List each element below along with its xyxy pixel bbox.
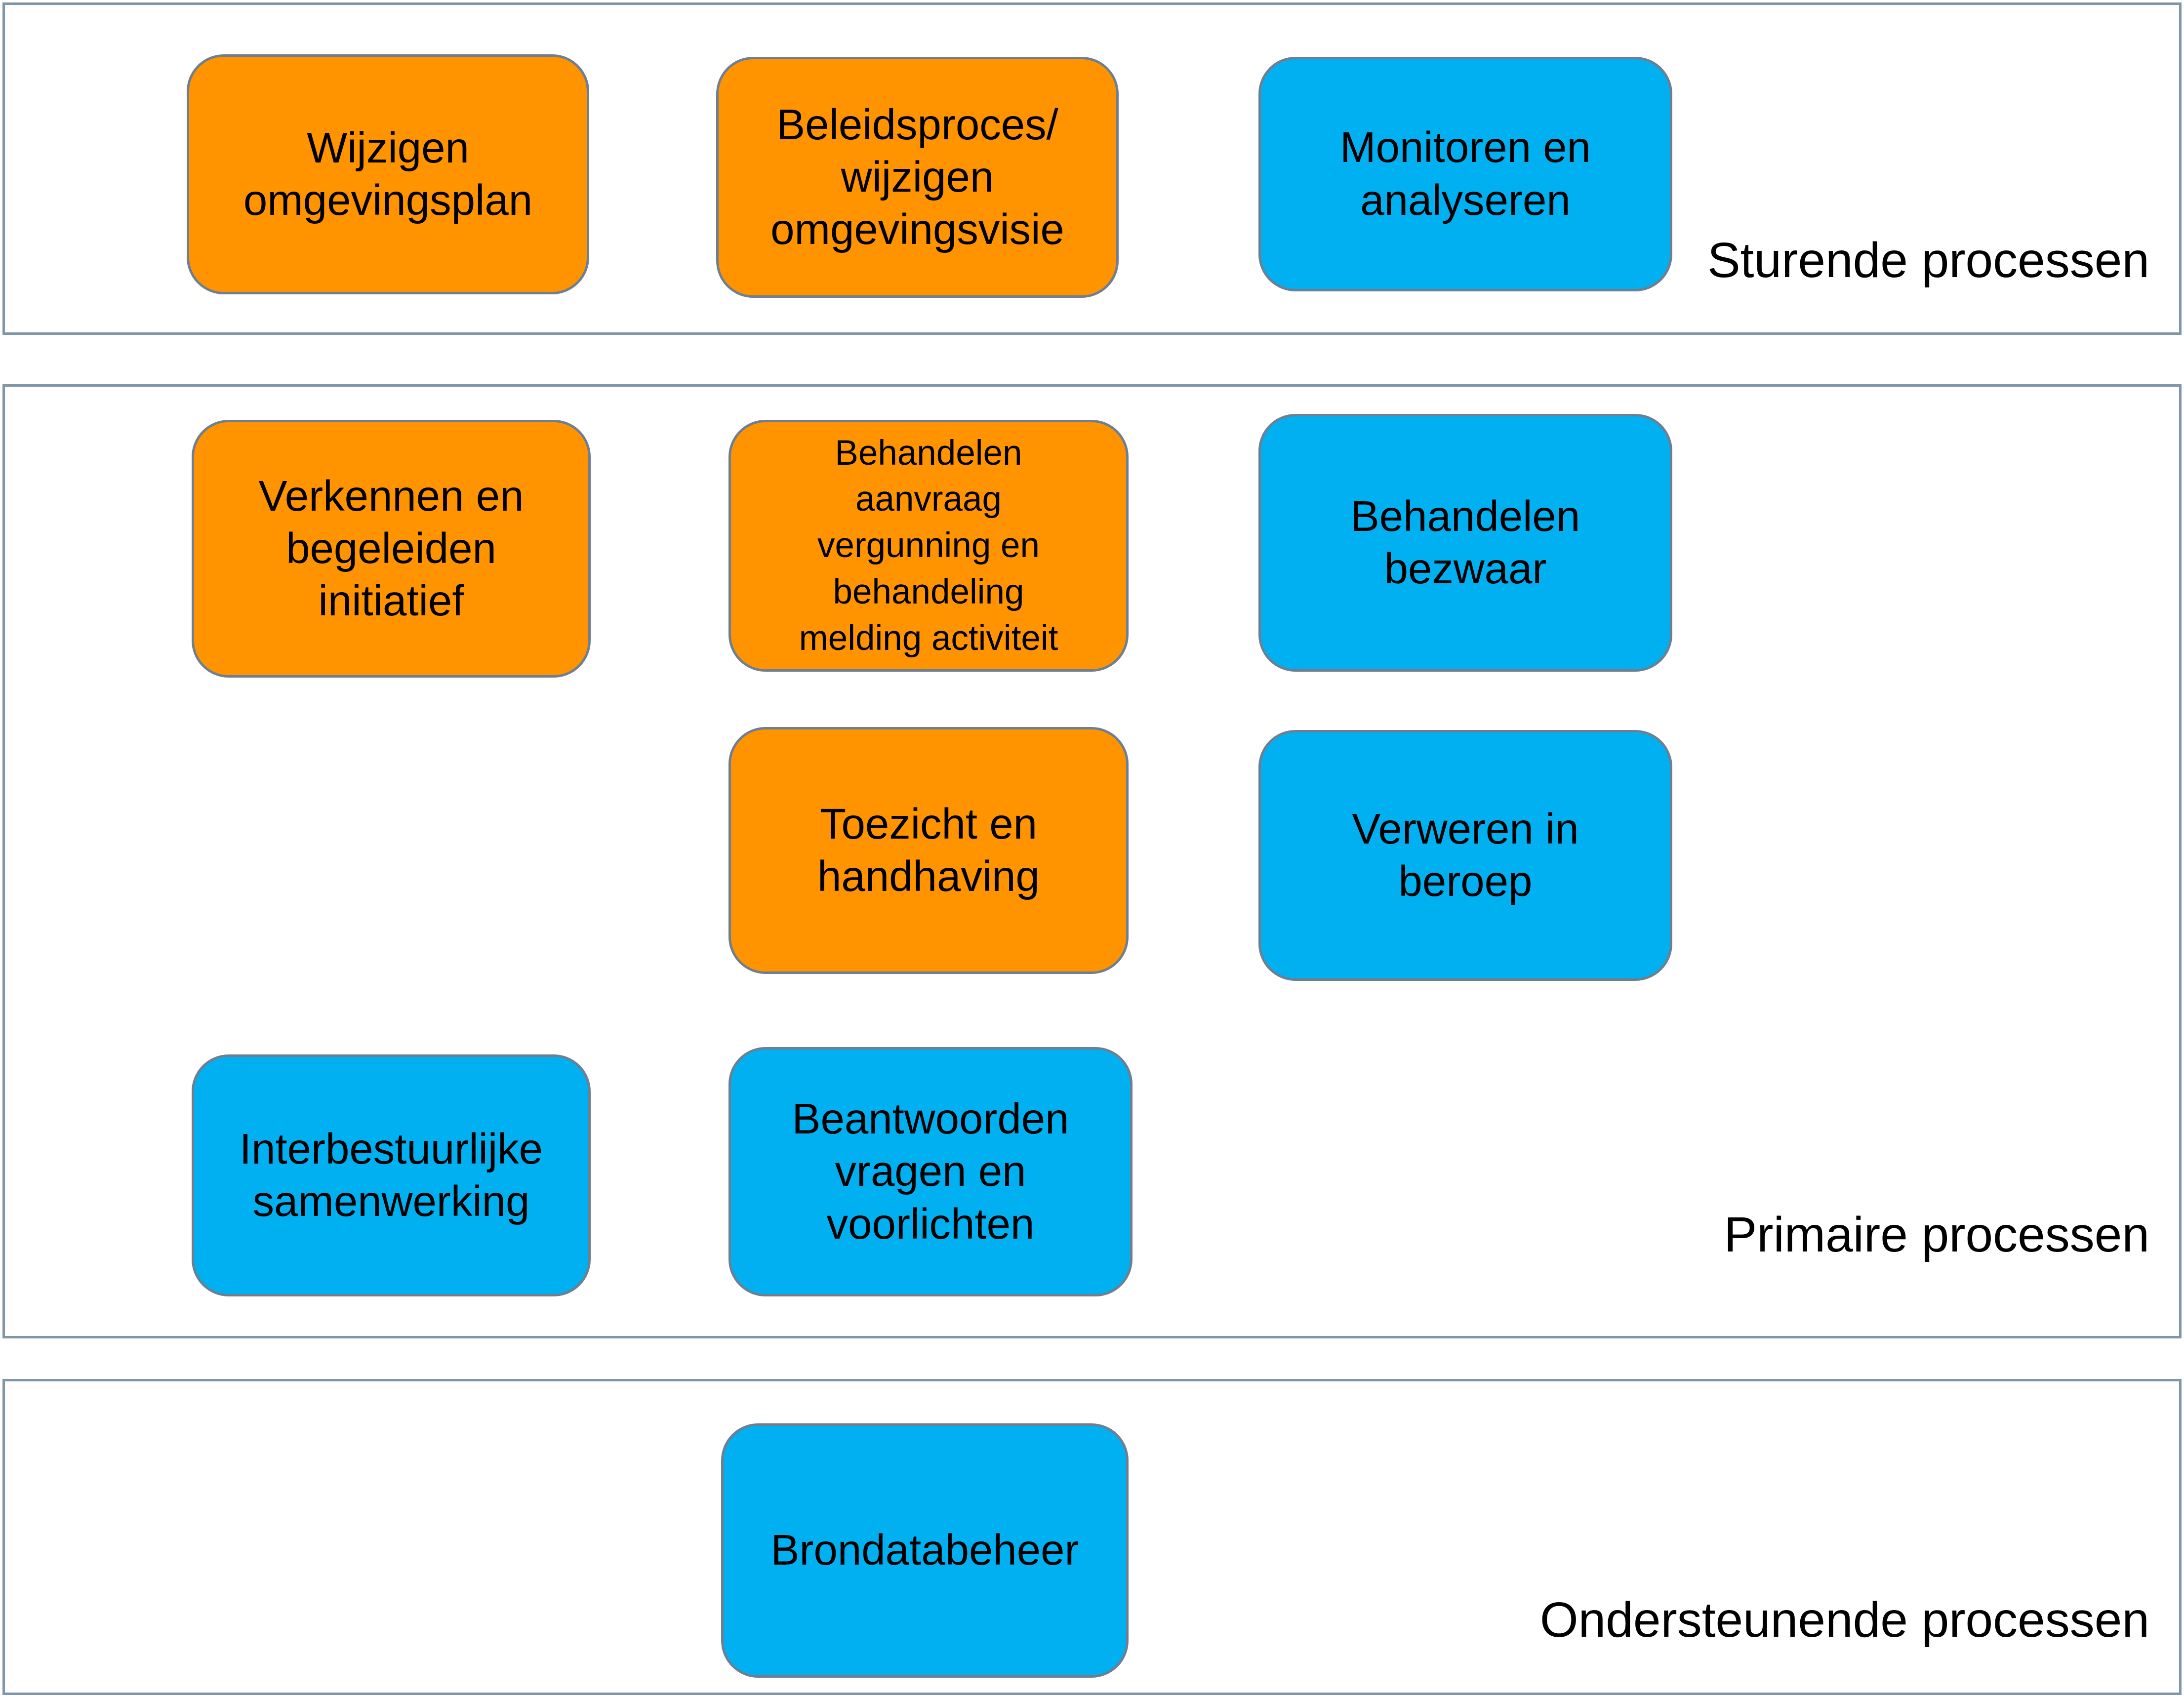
box-toezicht-handhaving: Toezicht en handhaving xyxy=(728,727,1129,974)
box-brondatabeheer: Brondatabeheer xyxy=(721,1423,1129,1678)
band-label-sturende: Sturende processen xyxy=(1707,233,2149,288)
box-behandelen-aanvraag: Behandelen aanvraag vergunning en behand… xyxy=(728,420,1129,672)
band-label-ondersteunende: Ondersteunende processen xyxy=(1539,1592,2149,1648)
box-verkennen-begeleiden: Verkennen en begeleiden initiatief xyxy=(192,420,591,678)
box-interbestuurlijke-samenwerking: Interbestuurlijke samenwerking xyxy=(192,1054,591,1296)
box-monitoren-analyseren: Monitoren en analyseren xyxy=(1258,57,1672,291)
box-wijzigen-omgevingsplan: Wijzigen omgevingsplan xyxy=(187,54,589,294)
band-label-primaire: Primaire processen xyxy=(1724,1207,2149,1262)
box-verweren-beroep: Verweren in beroep xyxy=(1258,730,1672,981)
box-beantwoorden-vragen: Beantwoorden vragen en voorlichten xyxy=(728,1047,1132,1296)
box-beleidsproces: Beleidsproces/ wijzigen omgevingsvisie xyxy=(716,57,1119,298)
box-behandelen-bezwaar: Behandelen bezwaar xyxy=(1258,414,1672,672)
